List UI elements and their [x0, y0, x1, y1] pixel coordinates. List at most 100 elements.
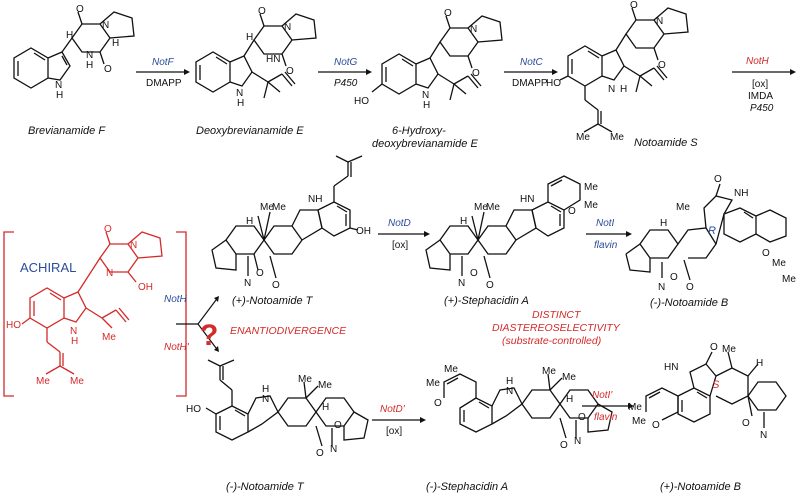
atom-me: Me: [70, 376, 84, 387]
atom-n: N: [574, 436, 581, 447]
atom-h: H: [262, 384, 269, 395]
atom-o: O: [286, 66, 294, 77]
atom-o: O: [470, 268, 478, 279]
enantiodivergence-label: ENANTIODIVERGENCE: [230, 325, 347, 337]
atom-o: O: [652, 420, 660, 431]
atom-ho: HO: [6, 320, 21, 331]
atom-h: H: [56, 90, 63, 101]
atom-h: H: [237, 98, 244, 109]
stephacidin-a-minus-structure: [443, 373, 613, 439]
distinct-note-line3: (substrate-controlled): [502, 335, 601, 347]
condition-label: flavin: [594, 240, 618, 251]
enzyme-label: NotD': [380, 404, 406, 415]
atom-n: N: [506, 386, 513, 397]
atom-hn: HN: [520, 194, 534, 205]
stereo-s-label: S: [712, 379, 720, 391]
arrow-head: [184, 69, 190, 75]
achiral-intermediate-structure: [21, 231, 163, 375]
atom-me: Me: [584, 200, 598, 211]
atom-me: Me: [628, 402, 642, 413]
compound-label: Deoxybrevianamide E: [196, 125, 304, 137]
atom-n: N: [262, 394, 269, 405]
atom-o: O: [76, 4, 84, 15]
atom-n: N: [470, 24, 477, 35]
compound-label: (+)-Stephacidin A: [444, 295, 529, 307]
condition-label: P450: [750, 103, 774, 114]
stereo-r-label: R: [708, 225, 716, 237]
atom-o: O: [670, 272, 678, 283]
atom-o: O: [762, 248, 770, 259]
atom-n: N: [656, 16, 663, 27]
atom-h: H: [660, 218, 667, 229]
condition-label: DMAPP: [512, 78, 548, 89]
branch-arrow-up: [197, 299, 217, 325]
atom-n: N: [608, 84, 615, 95]
enzyme-label: NotC: [520, 57, 544, 68]
atom-h: H: [322, 402, 329, 413]
enzyme-label: NotH': [164, 342, 190, 353]
atom-me: Me: [772, 258, 786, 269]
atom-n: N: [236, 88, 243, 99]
notoamide-b-minus-structure: [625, 183, 787, 281]
enzyme-label: NotI': [592, 390, 613, 401]
compound-label: (+)-Notoamide T: [232, 295, 314, 307]
atom-o: O: [334, 420, 342, 431]
condition-label: IMDA: [748, 91, 773, 102]
atom-nh: N: [86, 50, 93, 61]
atom-h: H: [756, 358, 763, 369]
atom-o: O: [710, 342, 718, 353]
arrow-head: [552, 69, 558, 75]
arrow-head: [214, 296, 219, 302]
atom-o: O: [272, 280, 280, 291]
atom-hn: HN: [266, 54, 280, 65]
condition-label: flavin: [594, 412, 618, 423]
atom-ho: HO: [354, 96, 369, 107]
compound-label: (+)-Notoamide B: [660, 481, 741, 493]
atom-h: H: [460, 216, 467, 227]
atom-hn: HN: [664, 362, 678, 373]
atom-o: O: [686, 282, 694, 293]
atom-nh: NH: [734, 188, 748, 199]
arrow-head: [626, 231, 632, 237]
atom-nh: NH: [308, 194, 322, 205]
condition-label: [ox]: [752, 79, 768, 90]
atom-h: H: [423, 100, 430, 111]
atom-o: O: [486, 280, 494, 291]
atom-me: Me: [632, 416, 646, 427]
atom-me: Me: [426, 378, 440, 389]
enzyme-label: NotF: [152, 57, 175, 68]
atom-n: N: [130, 240, 137, 251]
arrow-head: [420, 417, 426, 423]
arrow-head: [424, 231, 430, 237]
atom-n: N: [55, 80, 62, 91]
atom-h: H: [66, 30, 73, 41]
atom-o: O: [104, 64, 112, 75]
atom-o: O: [630, 0, 638, 11]
achiral-bracket: [3, 231, 187, 397]
compound-label: (-)-Notoamide T: [226, 481, 305, 493]
atom-n: N: [70, 326, 77, 337]
brevianamide-f-structure: [13, 11, 135, 89]
atom-me: Me: [576, 132, 590, 143]
compound-label: (-)-Notoamide B: [650, 297, 728, 309]
atom-me: Me: [562, 372, 576, 383]
atom-h: H: [71, 336, 78, 347]
condition-label: DMAPP: [146, 78, 182, 89]
atom-h: H: [246, 32, 253, 43]
condition-label: P450: [334, 78, 358, 89]
atom-oh: OH: [138, 282, 153, 293]
enzyme-label: NotI: [596, 218, 615, 229]
atom-me: Me: [318, 380, 332, 391]
question-mark: ?: [200, 319, 218, 352]
distinct-note-line2: DIASTEREOSELECTIVITY: [492, 322, 621, 334]
atom-n: N: [284, 22, 291, 33]
atom-me: Me: [36, 376, 50, 387]
atom-o: O: [434, 398, 442, 409]
atom-o: O: [104, 224, 112, 235]
atom-me: Me: [610, 132, 624, 143]
enzyme-label: NotH: [746, 56, 770, 67]
enzyme-label: NotD: [388, 218, 411, 229]
atom-ho: HO: [546, 78, 561, 89]
atom-me: Me: [260, 202, 274, 213]
atom-oh: OH: [356, 226, 371, 237]
